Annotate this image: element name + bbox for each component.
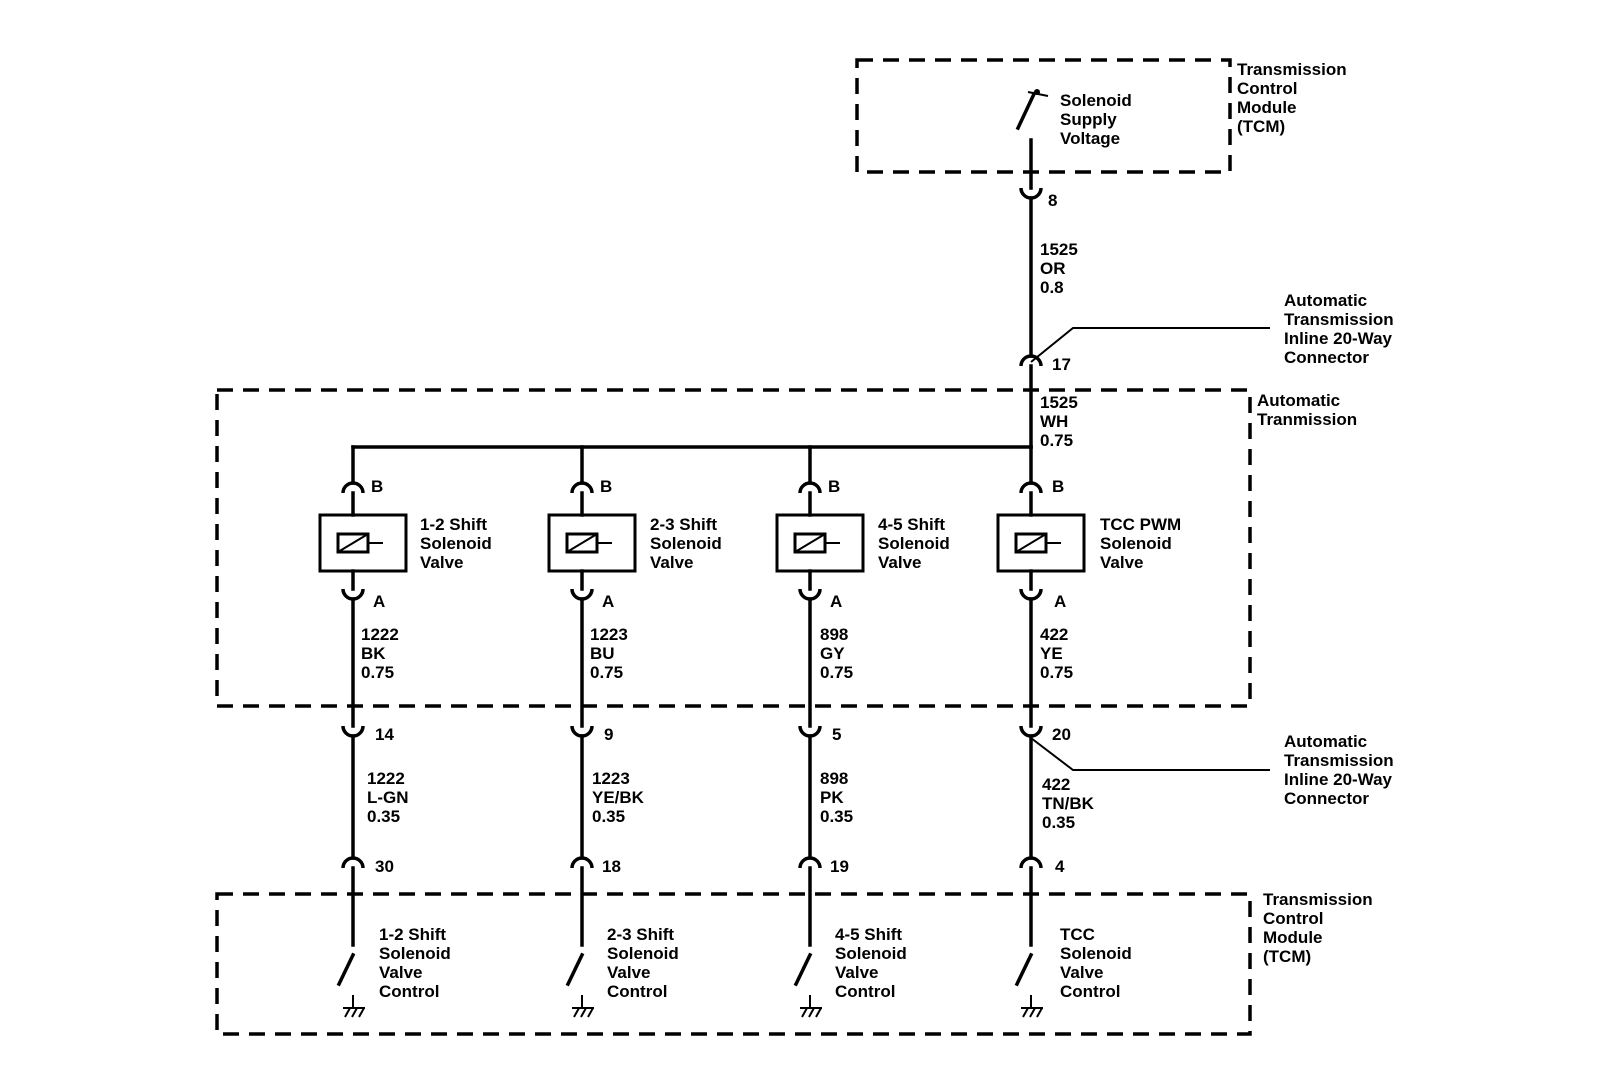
branch-4 bbox=[996, 445, 1086, 1018]
branch-4-solenoid-label: TCC PWM Solenoid Valve bbox=[1100, 515, 1186, 572]
connector-leader-top bbox=[1030, 327, 1270, 363]
connector-leader-bottom bbox=[1030, 737, 1270, 771]
branch-1-wire-inside: 1222 BK 0.75 bbox=[361, 625, 404, 682]
branch-4-tcm-pin: 4 bbox=[1055, 857, 1065, 876]
control-switch-icon bbox=[793, 952, 822, 1018]
tcm-bottom-box bbox=[215, 892, 1252, 1036]
branch-4-pin-b: B bbox=[1052, 477, 1064, 496]
branch-2-wire-outside: 1223 YE/BK 0.35 bbox=[592, 769, 649, 826]
tcm-top-label: Transmission Control Module (TCM) bbox=[1237, 60, 1351, 136]
branch-3 bbox=[775, 445, 865, 1018]
supply-wire-outside-label: 1525 OR 0.8 bbox=[1040, 240, 1083, 297]
branch-3-tcm-pin: 19 bbox=[830, 857, 849, 876]
branch-4-control-label: TCC Solenoid Valve Control bbox=[1060, 925, 1137, 1001]
tcm-top-box bbox=[855, 58, 1232, 174]
branch-3-pin-b: B bbox=[828, 477, 840, 496]
branch-2-control-label: 2-3 Shift Solenoid Valve Control bbox=[607, 925, 684, 1001]
branch-2-tcm-pin: 18 bbox=[602, 857, 621, 876]
branch-1-pin-a: A bbox=[373, 592, 385, 611]
transmission-label: Automatic Tranmission bbox=[1257, 391, 1357, 429]
connector-label-top: Automatic Transmission Inline 20-Way Con… bbox=[1284, 291, 1398, 367]
pin-17-label: 17 bbox=[1052, 355, 1071, 374]
branch-3-inline-pin: 5 bbox=[832, 725, 841, 744]
branch-1-solenoid-label: 1-2 Shift Solenoid Valve bbox=[420, 515, 497, 572]
tcm-bottom-label: Transmission Control Module (TCM) bbox=[1263, 890, 1377, 966]
branch-4-wire-outside: 422 TN/BK 0.35 bbox=[1042, 775, 1099, 832]
branch-2-wire-inside: 1223 BU 0.75 bbox=[590, 625, 633, 682]
branch-3-wire-outside: 898 PK 0.35 bbox=[820, 769, 853, 826]
supply-wire-inside-label: 1525 WH 0.75 bbox=[1040, 393, 1083, 450]
solenoid-coil-icon bbox=[775, 513, 865, 573]
control-switch-icon bbox=[1014, 952, 1043, 1018]
branch-1 bbox=[318, 445, 408, 1018]
control-switch-icon bbox=[565, 952, 594, 1018]
branch-1-pin-b: B bbox=[371, 477, 383, 496]
branch-1-inline-pin: 14 bbox=[375, 725, 394, 744]
branch-3-wire-inside: 898 GY 0.75 bbox=[820, 625, 853, 682]
branch-1-wire-outside: 1222 L-GN 0.35 bbox=[367, 769, 413, 826]
branch-3-pin-a: A bbox=[830, 592, 842, 611]
branch-3-solenoid-label: 4-5 Shift Solenoid Valve bbox=[878, 515, 955, 572]
pin-8-label: 8 bbox=[1048, 191, 1057, 210]
branch-1-tcm-pin: 30 bbox=[375, 857, 394, 876]
supply-wire bbox=[351, 138, 1043, 449]
control-switch-icon bbox=[336, 952, 365, 1018]
branch-2-solenoid-label: 2-3 Shift Solenoid Valve bbox=[650, 515, 727, 572]
solenoid-coil-icon bbox=[996, 513, 1086, 573]
supply-switch-icon bbox=[1015, 89, 1049, 131]
branch-1-control-label: 1-2 Shift Solenoid Valve Control bbox=[379, 925, 456, 1001]
supply-circuit-label: Solenoid Supply Voltage bbox=[1060, 91, 1137, 148]
branch-4-inline-pin: 20 bbox=[1052, 725, 1071, 744]
branch-2-pin-b: B bbox=[600, 477, 612, 496]
branch-4-wire-inside: 422 YE 0.75 bbox=[1040, 625, 1073, 682]
branch-4-pin-a: A bbox=[1054, 592, 1066, 611]
solenoid-coil-icon bbox=[318, 513, 408, 573]
connector-label-bottom: Automatic Transmission Inline 20-Way Con… bbox=[1284, 732, 1398, 808]
branch-2-pin-a: A bbox=[602, 592, 614, 611]
solenoid-coil-icon bbox=[547, 513, 637, 573]
branch-2-inline-pin: 9 bbox=[604, 725, 613, 744]
branch-2 bbox=[547, 445, 637, 1018]
branch-3-control-label: 4-5 Shift Solenoid Valve Control bbox=[835, 925, 912, 1001]
